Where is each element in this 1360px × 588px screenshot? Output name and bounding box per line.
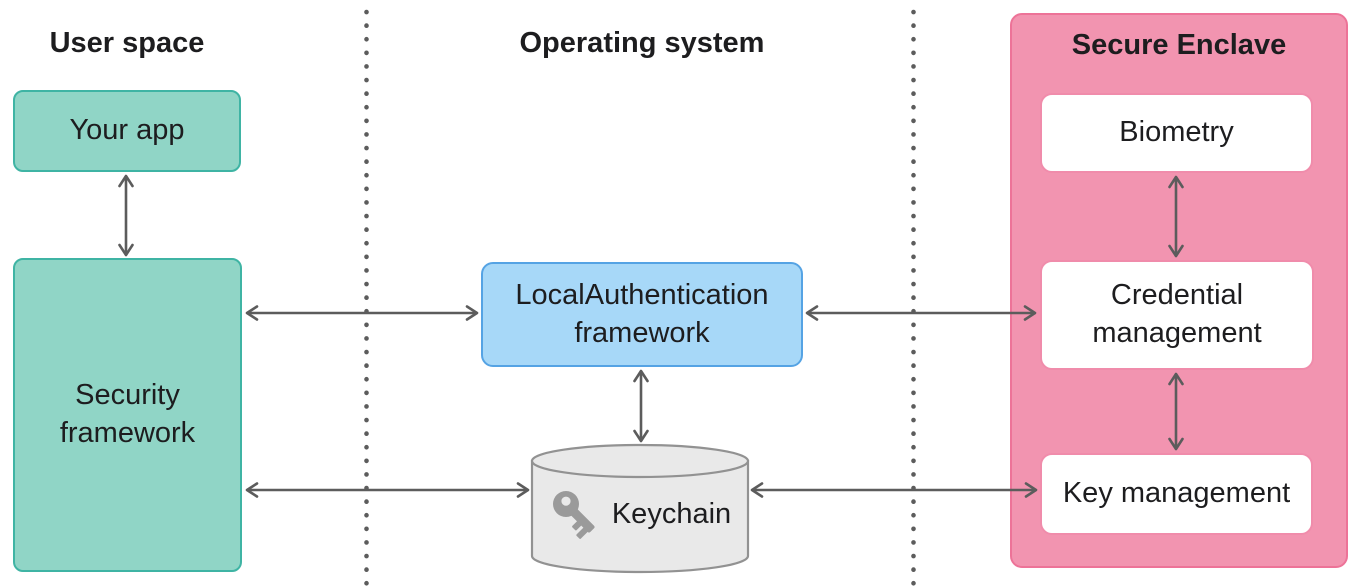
- node-credential-management: Credential management: [1040, 260, 1314, 370]
- keychain-cylinder: [530, 443, 750, 574]
- column-title-user-space: User space: [49, 27, 205, 59]
- secure-enclave-panel: Secure Enclave Biometry Credential manag…: [1010, 13, 1348, 568]
- node-keychain: Keychain: [534, 468, 746, 560]
- column-title-operating-system: Operating system: [519, 27, 765, 59]
- node-biometry: Biometry: [1040, 93, 1313, 173]
- node-key-management: Key management: [1040, 453, 1313, 535]
- column-title-secure-enclave: Secure Enclave: [1071, 29, 1287, 61]
- key-icon: [552, 491, 595, 539]
- keychain-cylinder-body: [530, 459, 750, 574]
- node-your-app: Your app: [13, 90, 241, 172]
- node-localauthentication-framework: LocalAuthentication framework: [481, 262, 803, 367]
- keychain-cylinder-top: [530, 443, 750, 479]
- node-security-framework: Security framework: [13, 258, 242, 572]
- keychain-label: Keychain: [611, 497, 732, 530]
